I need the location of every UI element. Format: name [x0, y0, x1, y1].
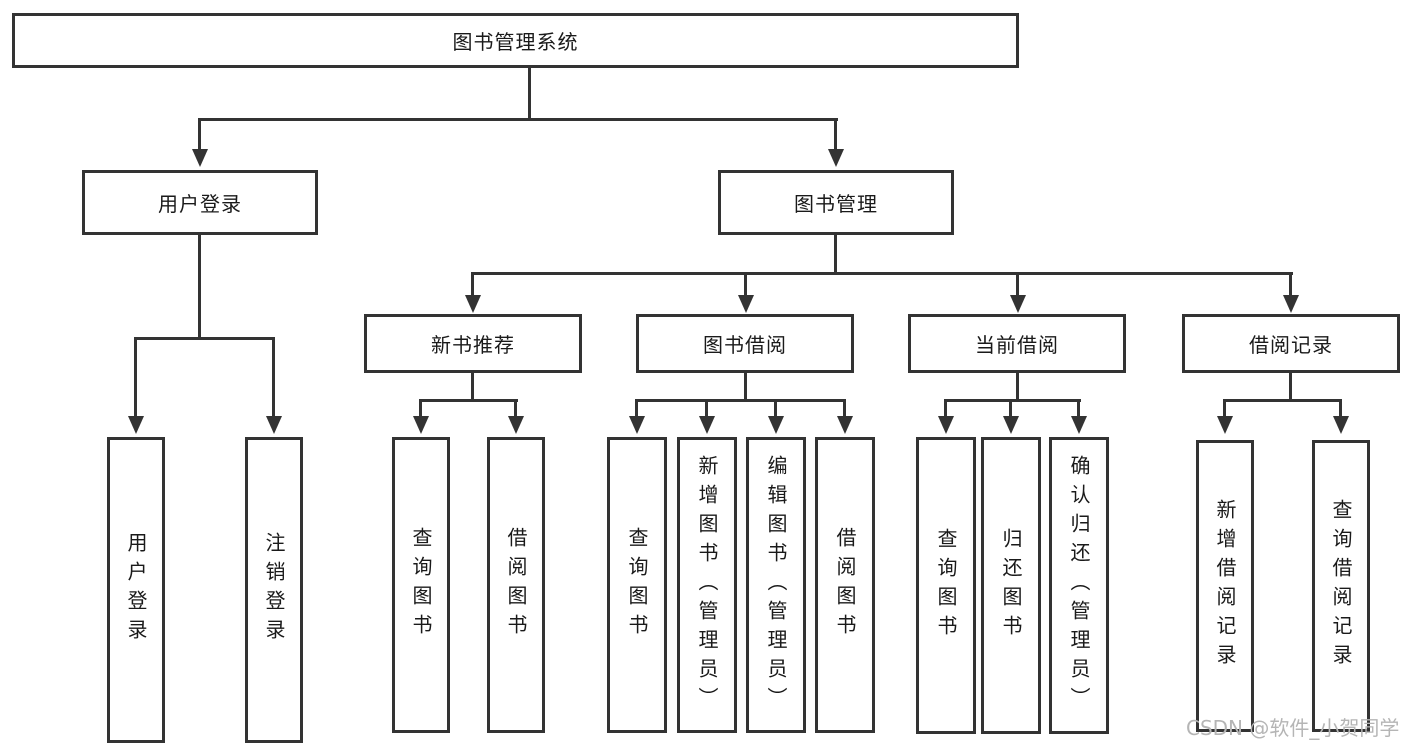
connector-line [1077, 399, 1080, 416]
leaf-add-borrow-record: 新增借阅记录 [1196, 440, 1254, 732]
connector-line [419, 399, 518, 402]
connector-line [1289, 272, 1292, 295]
leaf-label: 借阅图书 [833, 527, 857, 643]
node-book-management: 图书管理 [718, 170, 954, 235]
leaf-borrow-books: 借阅图书 [815, 437, 875, 733]
arrow-down-icon [1217, 416, 1233, 434]
arrow-down-icon [738, 295, 754, 313]
connector-line [635, 399, 846, 402]
connector-line [774, 399, 777, 416]
leaf-label: 新增图书（管理员） [695, 454, 719, 716]
connector-line [471, 272, 474, 295]
leaf-label: 归还图书 [999, 527, 1023, 644]
connector-line [471, 272, 1293, 275]
leaf-borrow-books-recommend: 借阅图书 [487, 437, 545, 733]
connector-line [1223, 399, 1342, 402]
connector-line [834, 118, 837, 151]
connector-line [1016, 272, 1019, 295]
node-label: 图书借阅 [703, 333, 787, 357]
leaf-label: 查询图书 [409, 527, 433, 643]
connector-line [1339, 399, 1342, 416]
leaf-label: 查询借阅记录 [1329, 499, 1353, 673]
connector-line [635, 399, 638, 416]
node-current-borrowing: 当前借阅 [908, 314, 1126, 373]
connector-line [198, 118, 201, 151]
leaf-user-login: 用户登录 [107, 437, 165, 743]
leaf-query-books-recommend: 查询图书 [392, 437, 450, 733]
connector-line [272, 337, 275, 416]
arrow-down-icon [266, 416, 282, 434]
connector-line [744, 373, 747, 399]
leaf-label: 新增借阅记录 [1213, 499, 1237, 673]
arrow-down-icon [629, 416, 645, 434]
leaf-label: 编辑图书（管理员） [764, 454, 788, 716]
leaf-label: 用户登录 [124, 532, 148, 648]
arrow-down-icon [1003, 416, 1019, 434]
arrow-down-icon [508, 416, 524, 434]
arrow-down-icon [192, 149, 208, 167]
connector-line [514, 399, 517, 416]
connector-line [1289, 373, 1292, 399]
connector-line [198, 118, 838, 121]
connector-line [419, 399, 422, 416]
connector-line [1223, 399, 1226, 416]
arrow-down-icon [1071, 416, 1087, 434]
leaf-query-books-borrowing: 查询图书 [607, 437, 667, 733]
leaf-label: 查询图书 [934, 527, 958, 644]
connector-line [843, 399, 846, 416]
node-label: 用户登录 [158, 192, 242, 216]
leaf-label: 确认归还（管理员） [1067, 455, 1091, 716]
connector-line [134, 337, 275, 340]
leaf-label: 查询图书 [625, 527, 649, 643]
connector-line [1016, 373, 1019, 399]
node-label: 图书管理 [794, 192, 878, 216]
node-user-login: 用户登录 [82, 170, 318, 235]
node-label: 新书推荐 [431, 333, 515, 357]
arrow-down-icon [465, 295, 481, 313]
connector-line [834, 235, 837, 272]
node-library-system: 图书管理系统 [12, 13, 1019, 68]
connector-line [528, 68, 531, 118]
arrow-down-icon [938, 416, 954, 434]
connector-line [1009, 399, 1012, 416]
connector-line [944, 399, 947, 416]
leaf-label: 注销登录 [262, 532, 286, 648]
arrow-down-icon [699, 416, 715, 434]
arrow-down-icon [828, 149, 844, 167]
connector-line [705, 399, 708, 416]
connector-line [944, 399, 1081, 402]
arrow-down-icon [1333, 416, 1349, 434]
leaf-add-books-admin: 新增图书（管理员） [677, 437, 737, 733]
leaf-query-borrow-record: 查询借阅记录 [1312, 440, 1370, 732]
node-label: 借阅记录 [1249, 333, 1333, 357]
arrow-down-icon [413, 416, 429, 434]
leaf-edit-books-admin: 编辑图书（管理员） [746, 437, 806, 733]
node-book-borrowing: 图书借阅 [636, 314, 854, 373]
connector-line [198, 235, 201, 337]
arrow-down-icon [1010, 295, 1026, 313]
leaf-logout: 注销登录 [245, 437, 303, 743]
arrow-down-icon [837, 416, 853, 434]
leaf-confirm-return-admin: 确认归还（管理员） [1049, 437, 1109, 734]
node-new-book-recommendation: 新书推荐 [364, 314, 582, 373]
arrow-down-icon [768, 416, 784, 434]
node-borrowing-records: 借阅记录 [1182, 314, 1400, 373]
arrow-down-icon [128, 416, 144, 434]
connector-line [744, 272, 747, 295]
leaf-return-books: 归还图书 [981, 437, 1041, 734]
node-label: 图书管理系统 [452, 30, 579, 54]
watermark-csdn: CSDN @软件_小贺同学 [1186, 716, 1400, 740]
connector-line [134, 337, 137, 416]
leaf-label: 借阅图书 [504, 527, 528, 643]
leaf-query-books-current: 查询图书 [916, 437, 976, 734]
node-label: 当前借阅 [975, 333, 1059, 357]
connector-line [471, 373, 474, 399]
arrow-down-icon [1283, 295, 1299, 313]
